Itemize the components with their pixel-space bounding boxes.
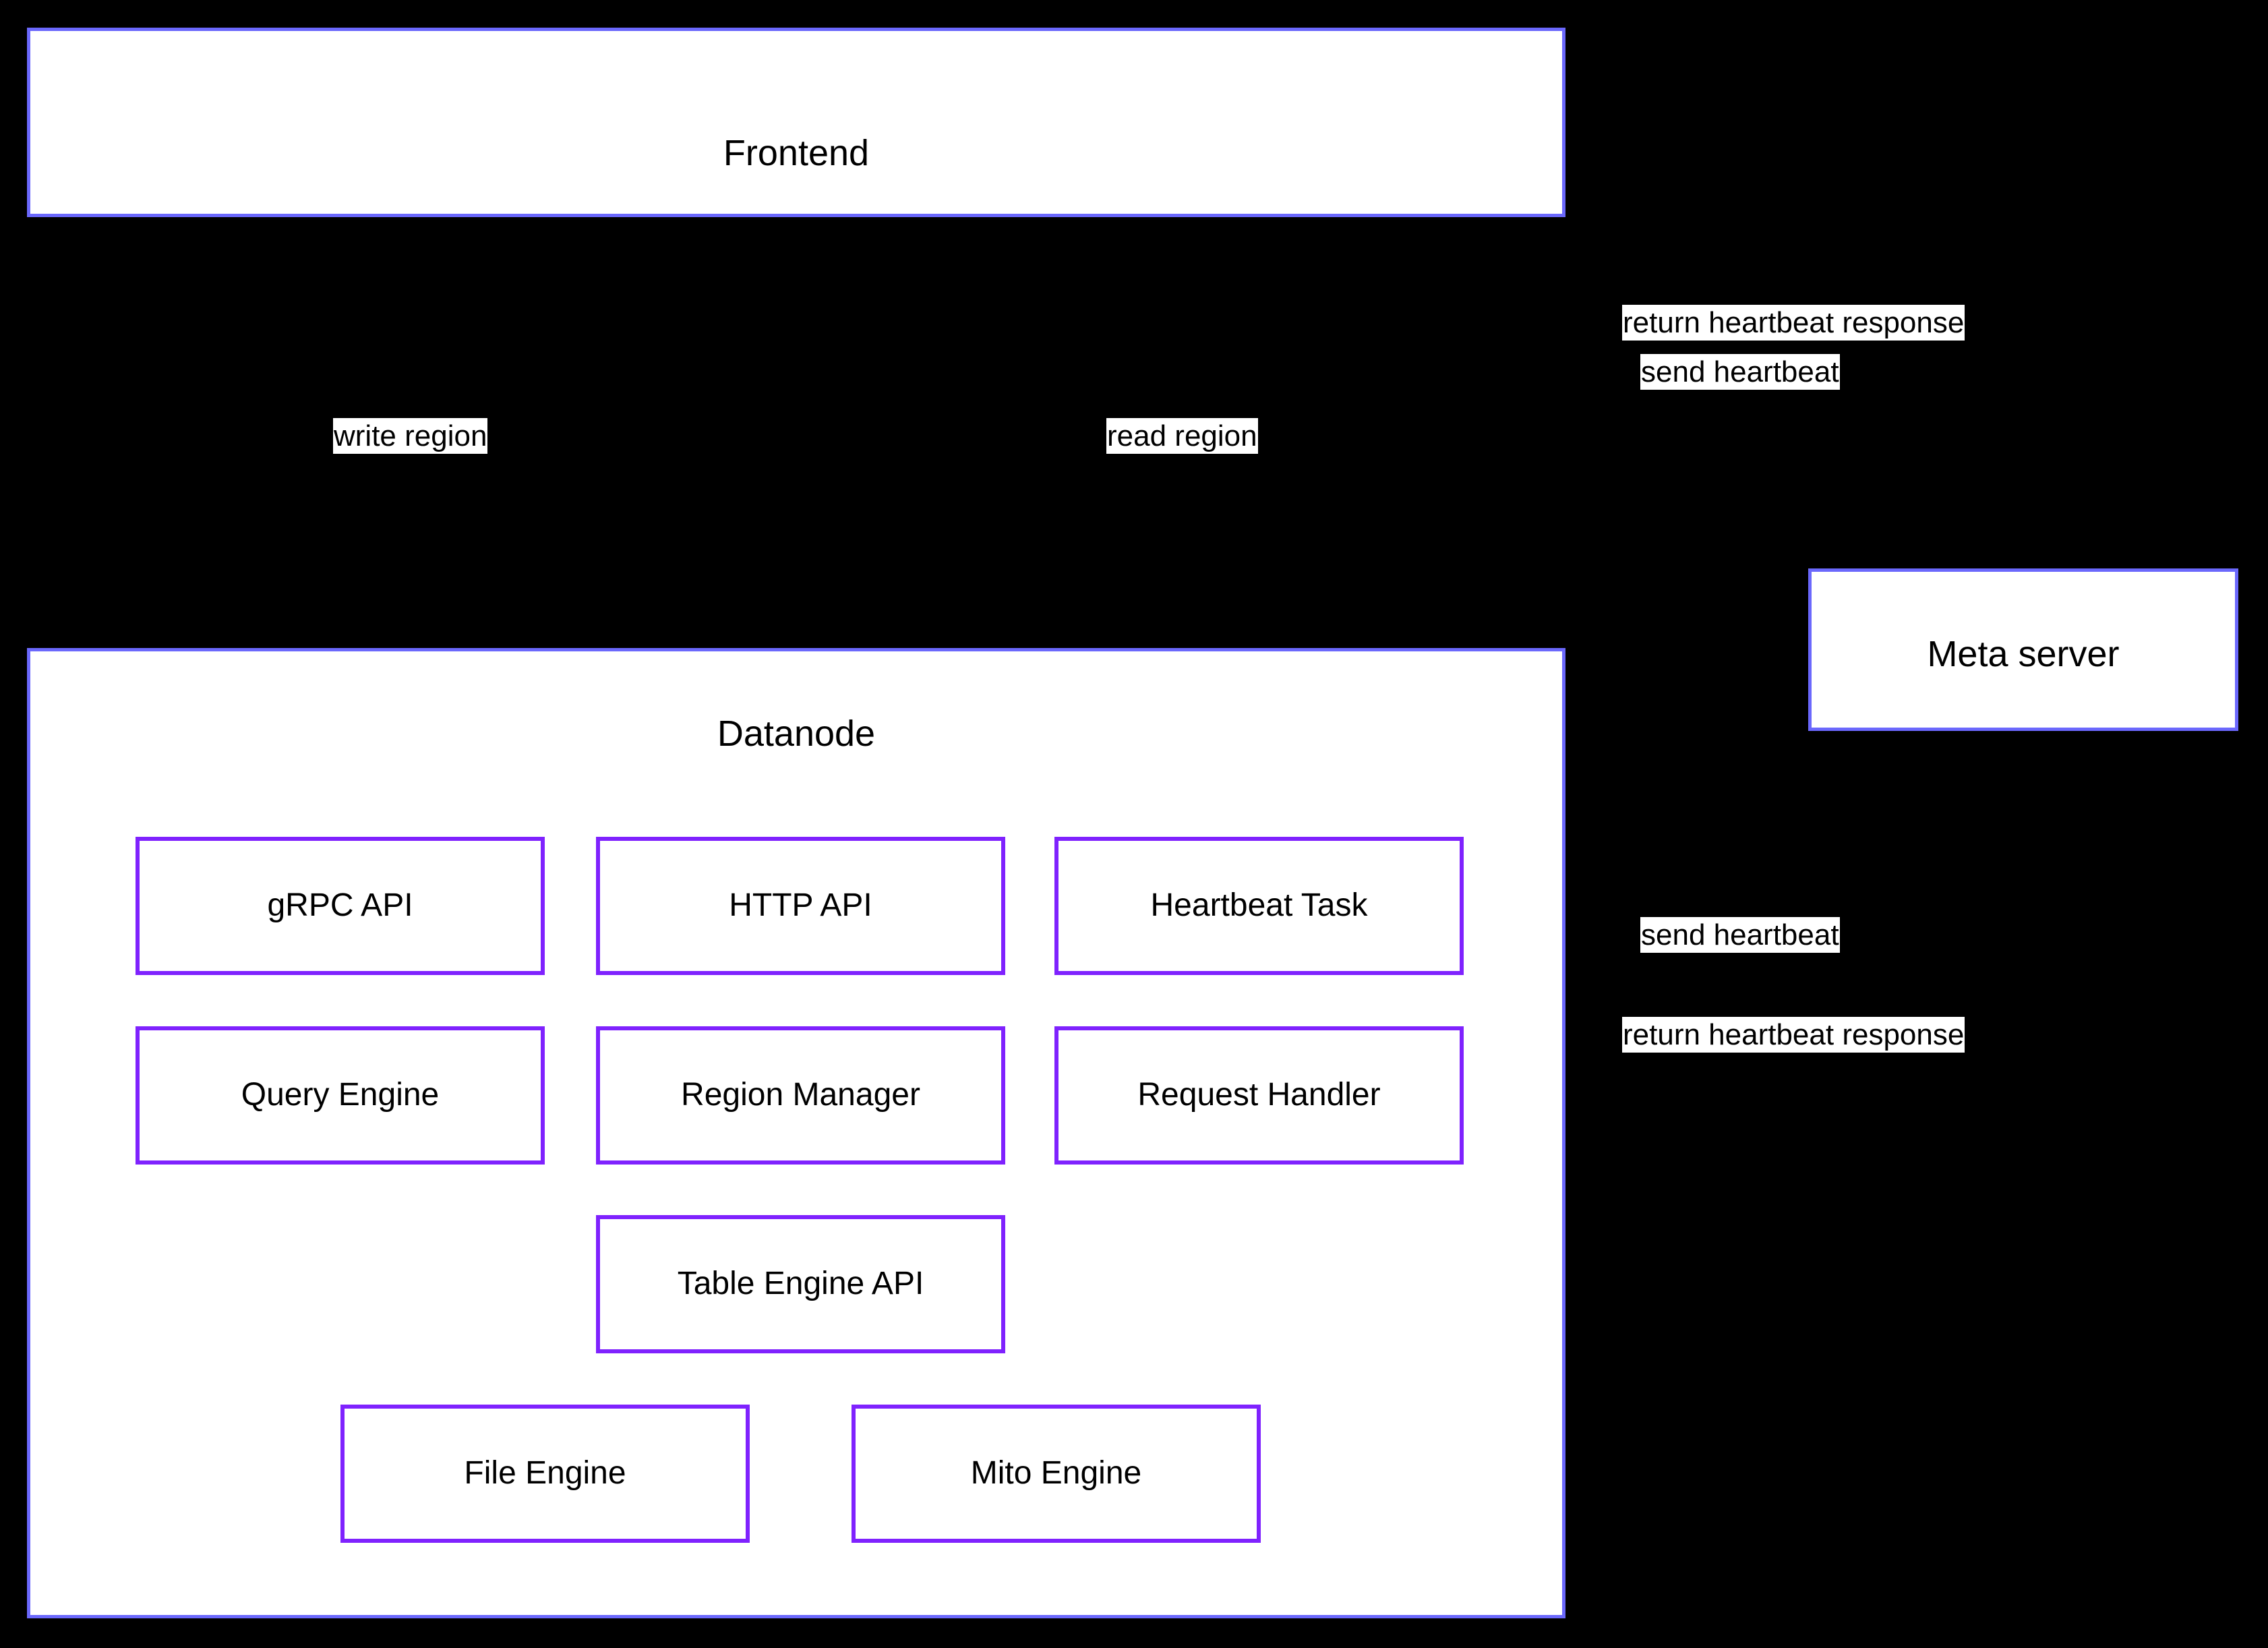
datanode-container[interactable]: Datanode gRPC API HTTP API Heartbeat Tas… [27, 648, 1565, 1618]
component-file-engine-label: File Engine [464, 1455, 626, 1492]
frontend-container[interactable]: Frontend [27, 28, 1565, 217]
edge-label-datanode-send-heartbeat: send heartbeat [1640, 917, 1840, 953]
component-http-api-label: HTTP API [729, 887, 872, 924]
component-table-engine-api[interactable]: Table Engine API [596, 1215, 1005, 1353]
component-heartbeat-task-label: Heartbeat Task [1150, 887, 1368, 924]
component-file-engine[interactable]: File Engine [340, 1405, 750, 1543]
edge-datanode-return-heartbeat-response-arrowhead [1565, 1315, 1592, 1334]
edge-read-region-arrowhead [1173, 217, 1195, 240]
edge-datanode-send-heartbeat-arrowhead [1870, 731, 1892, 754]
meta-server-title: Meta server [1927, 634, 2120, 674]
component-mito-engine-label: Mito Engine [970, 1455, 1142, 1492]
component-query-engine[interactable]: Query Engine [136, 1026, 545, 1165]
component-request-handler-label: Request Handler [1137, 1077, 1381, 1113]
frontend-title: Frontend [723, 133, 870, 173]
component-http-api[interactable]: HTTP API [596, 837, 1005, 975]
component-query-engine-label: Query Engine [241, 1077, 440, 1113]
component-grpc-api-label: gRPC API [267, 887, 413, 924]
component-region-manager[interactable]: Region Manager [596, 1026, 1005, 1165]
edge-label-read-region: read region [1106, 418, 1258, 454]
component-request-handler[interactable]: Request Handler [1054, 1026, 1464, 1165]
edge-label-write-region: write region [333, 418, 488, 454]
component-heartbeat-task[interactable]: Heartbeat Task [1054, 837, 1464, 975]
edge-label-frontend-send-heartbeat: send heartbeat [1640, 354, 1840, 390]
meta-server-container[interactable]: Meta server [1808, 568, 2238, 731]
component-mito-engine[interactable]: Mito Engine [852, 1405, 1261, 1543]
edge-label-datanode-return-heartbeat-response: return heartbeat response [1622, 1017, 1965, 1053]
edge-write-region-arrowhead [400, 625, 422, 648]
edge-label-frontend-return-heartbeat-response: return heartbeat response [1622, 305, 1965, 341]
datanode-title: Datanode [717, 713, 876, 754]
component-table-engine-api-label: Table Engine API [677, 1266, 924, 1302]
edge-frontend-return-heartbeat-response-arrowhead [1565, 170, 1588, 190]
component-region-manager-label: Region Manager [681, 1077, 920, 1113]
component-grpc-api[interactable]: gRPC API [136, 837, 545, 975]
edge-frontend-send-heartbeat-arrowhead [1866, 543, 1888, 568]
